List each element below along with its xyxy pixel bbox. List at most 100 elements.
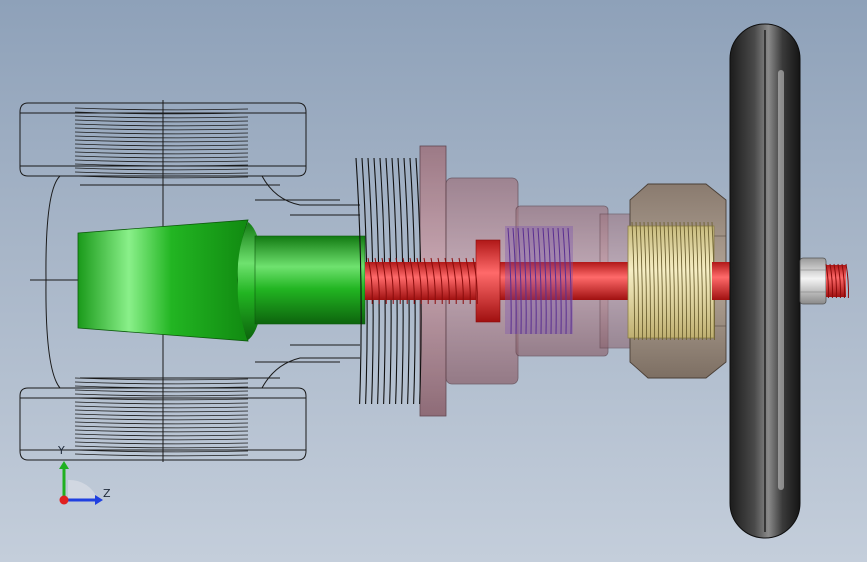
body-thread-top xyxy=(74,107,249,179)
thread-line xyxy=(74,377,249,381)
thread-line xyxy=(829,263,833,299)
thread-line xyxy=(675,221,679,341)
thread-line xyxy=(402,257,408,305)
thread-line xyxy=(74,111,249,115)
thread-line xyxy=(458,257,464,305)
thread-line xyxy=(416,257,422,305)
thread-line xyxy=(74,437,249,441)
stem-tip-thread xyxy=(825,263,849,299)
thread-line xyxy=(74,139,249,143)
thread-line xyxy=(532,227,537,335)
thread-line xyxy=(74,413,249,417)
thread-line xyxy=(74,381,249,385)
thread-line xyxy=(367,257,373,305)
thread-line xyxy=(395,257,401,305)
thread-line xyxy=(74,453,249,457)
view-triad[interactable]: Y Z xyxy=(57,444,111,505)
stem-thread xyxy=(367,257,478,305)
thread-line xyxy=(74,143,249,147)
thread-line xyxy=(74,397,249,401)
thread-line xyxy=(655,221,659,341)
thread-line xyxy=(430,257,436,305)
thread-line xyxy=(74,433,249,437)
gland-thread xyxy=(631,221,715,341)
thread-line xyxy=(74,115,249,119)
thread-line xyxy=(703,221,707,341)
thread-line xyxy=(74,135,249,139)
thread-line xyxy=(423,257,429,305)
thread-line xyxy=(639,221,643,341)
thread-line xyxy=(651,221,655,341)
thread-line xyxy=(691,221,695,341)
thread-line xyxy=(74,429,249,433)
gate-disc[interactable] xyxy=(77,219,366,342)
thread-line xyxy=(845,263,849,299)
triad-x-axis-dot-icon xyxy=(59,495,69,505)
thread-line xyxy=(74,393,249,397)
thread-line xyxy=(695,221,699,341)
thread-line xyxy=(74,159,249,163)
thread-line xyxy=(472,257,478,305)
thread-line xyxy=(74,417,249,421)
thread-line xyxy=(643,221,647,341)
thread-line xyxy=(837,263,841,299)
thread-line xyxy=(74,131,249,135)
thread-line xyxy=(465,257,471,305)
thread-line xyxy=(567,227,572,335)
thread-line xyxy=(687,221,691,341)
thread-line xyxy=(671,221,675,341)
thread-line xyxy=(647,221,651,341)
thread-line xyxy=(74,409,249,413)
thread-line xyxy=(562,227,567,335)
thread-line xyxy=(537,227,542,335)
thread-line xyxy=(527,227,532,335)
thread-line xyxy=(663,221,667,341)
triad-plane xyxy=(68,479,98,500)
triad-y-label: Y xyxy=(57,444,65,457)
triad-z-label: Z xyxy=(103,487,111,500)
thread-line xyxy=(825,263,829,299)
thread-line xyxy=(74,107,249,111)
thread-line xyxy=(74,389,249,393)
thread-line xyxy=(679,221,683,341)
thread-line xyxy=(74,163,249,167)
thread-line xyxy=(833,263,837,299)
thread-line xyxy=(388,257,394,305)
thread-line xyxy=(74,401,249,405)
thread-line xyxy=(841,263,845,299)
thread-line xyxy=(707,221,711,341)
thread-line xyxy=(74,167,249,171)
handwheel-nut[interactable] xyxy=(799,257,827,305)
thread-line xyxy=(631,221,635,341)
thread-line xyxy=(74,171,249,175)
thread-line xyxy=(355,157,362,405)
thread-line xyxy=(409,257,415,305)
thread-line xyxy=(659,221,663,341)
thread-line xyxy=(74,425,249,429)
thread-line xyxy=(374,257,380,305)
thread-line xyxy=(522,227,527,335)
thread-line xyxy=(381,257,387,305)
thread-line xyxy=(74,151,249,155)
triad-y-arrow-icon xyxy=(59,461,69,469)
thread-line xyxy=(74,421,249,425)
thread-line xyxy=(74,445,249,449)
thread-line xyxy=(635,221,639,341)
thread-line xyxy=(547,227,552,335)
thread-line xyxy=(74,449,249,453)
thread-line xyxy=(542,227,547,335)
thread-line xyxy=(74,147,249,151)
thread-line xyxy=(683,221,687,341)
thread-line xyxy=(74,123,249,127)
packing-coil xyxy=(507,227,572,335)
thread-line xyxy=(667,221,671,341)
thread-line xyxy=(451,257,457,305)
body-thread-bottom xyxy=(74,377,249,457)
thread-line xyxy=(552,227,557,335)
handwheel[interactable] xyxy=(729,23,801,539)
thread-line xyxy=(74,405,249,409)
thread-line xyxy=(74,155,249,159)
thread-line xyxy=(444,257,450,305)
